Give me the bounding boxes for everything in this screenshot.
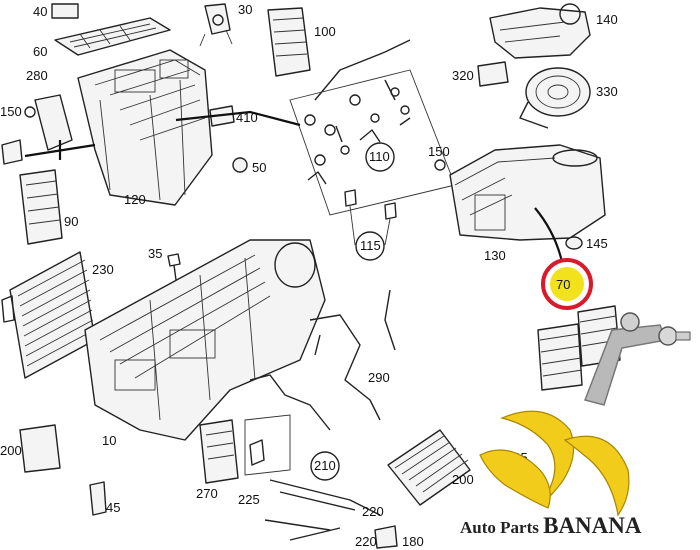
control-box-part — [267, 7, 311, 77]
label-115: 115 — [360, 238, 381, 253]
label-270: 270 — [196, 486, 218, 501]
label-45: 45 — [106, 500, 120, 515]
label-220-lower: 220 — [355, 534, 377, 549]
watermark-text: Auto Parts BANANA — [460, 513, 642, 538]
screw-35-part — [167, 253, 181, 281]
label-410: 410 — [236, 110, 258, 125]
label-140: 140 — [596, 12, 618, 27]
screw-150-part — [434, 159, 446, 171]
callout-110-circle — [365, 142, 395, 172]
tube-210b-part — [264, 519, 341, 541]
side-bracket-part — [34, 94, 73, 151]
filter-panel-part — [54, 17, 171, 56]
resistor-320-part — [477, 61, 509, 87]
linkage-rod-part — [314, 39, 411, 101]
wiring-lower-part — [249, 374, 331, 431]
wiring-290-part — [309, 289, 396, 421]
frame-225 — [244, 414, 291, 476]
label-50: 50 — [252, 160, 266, 175]
blower-housing-part — [449, 144, 606, 241]
clip-45-part — [89, 481, 107, 516]
plate-270-part — [199, 419, 239, 484]
small-parts-set — [304, 79, 411, 185]
screw-part — [24, 106, 36, 118]
label-180: 180 — [402, 534, 424, 549]
label-120: 120 — [124, 192, 146, 207]
label-145: 145 — [586, 236, 608, 251]
lower-hvac-housing-part — [84, 239, 326, 441]
label-330: 330 — [596, 84, 618, 99]
grommet-part — [232, 157, 248, 173]
label-290: 290 — [368, 370, 390, 385]
label-60: 60 — [33, 44, 47, 59]
tube-210-part — [269, 479, 381, 516]
actuator-part — [199, 3, 233, 47]
label-10: 10 — [102, 433, 116, 448]
blower-cover-part — [489, 3, 591, 59]
label-210: 210 — [314, 458, 336, 473]
label-130: 130 — [484, 248, 506, 263]
label-200-right: 200 — [452, 472, 474, 487]
highlight-fill — [550, 267, 584, 301]
evaporator-part — [1, 251, 96, 379]
connector-115-part — [344, 189, 397, 220]
label-200-left: 200 — [0, 443, 22, 458]
label-150-right: 150 — [428, 144, 450, 159]
upper-hvac-housing-part — [77, 49, 213, 206]
label-70: 70 — [556, 277, 570, 292]
sensor-225-part — [249, 439, 265, 466]
heater-core-part — [387, 429, 471, 506]
highlight-ring — [541, 258, 593, 310]
label-100: 100 — [314, 24, 336, 39]
clip-left-part — [1, 139, 23, 165]
callout-115-circle — [355, 231, 385, 261]
cabin-filter-70-part — [537, 305, 621, 391]
clip-180-part — [374, 525, 398, 549]
label-40: 40 — [33, 4, 47, 19]
label-110: 110 — [369, 149, 390, 164]
label-225: 225 — [238, 492, 260, 507]
blower-motor-part — [519, 67, 591, 129]
clip-part — [51, 3, 79, 19]
label-30: 30 — [238, 2, 252, 17]
label-150-left: 150 — [0, 104, 22, 119]
callout-210-circle — [310, 451, 340, 481]
label-320: 320 — [452, 68, 474, 83]
small-parts-frame — [289, 69, 456, 216]
label-220-upper: 220 — [362, 504, 384, 519]
watermark-logo: Auto Parts BANANA — [460, 312, 691, 538]
label-280: 280 — [26, 68, 48, 83]
insert-90-part — [19, 169, 63, 245]
seal-145-part — [565, 236, 583, 250]
bracket-200-part — [19, 424, 61, 473]
label-230: 230 — [92, 262, 114, 277]
label-90: 90 — [64, 214, 78, 229]
label-35: 35 — [148, 246, 162, 261]
